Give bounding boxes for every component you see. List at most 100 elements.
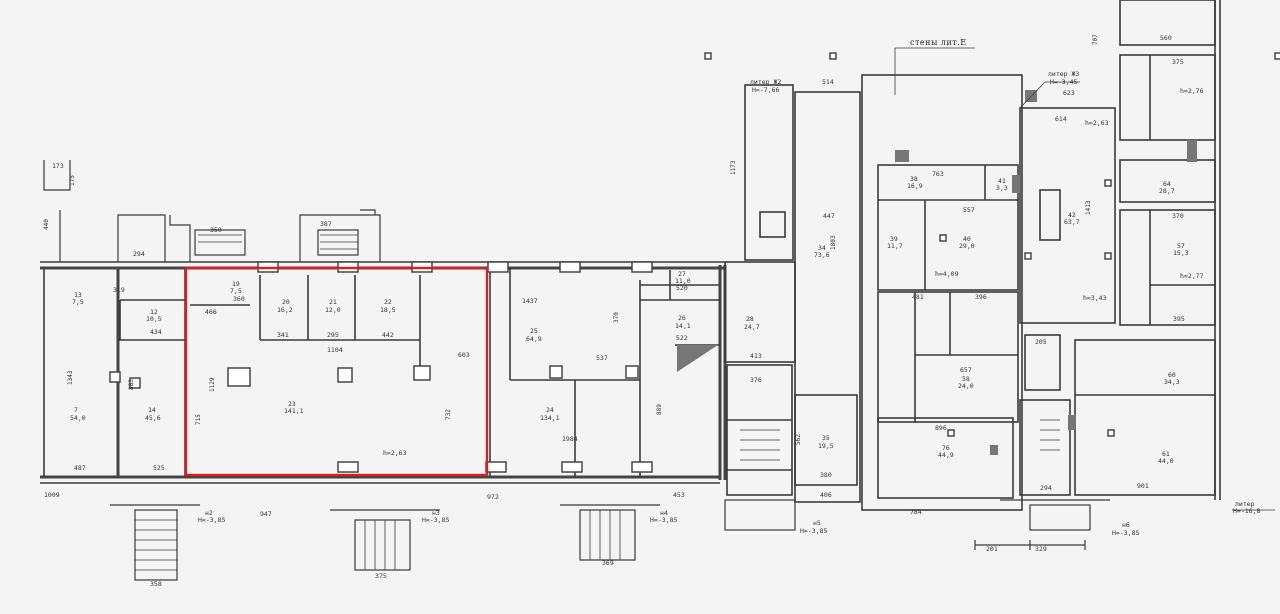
dim-375b: 375	[1172, 58, 1184, 66]
room-14-area: 45,6	[145, 414, 161, 422]
room-61-number: 61	[1162, 450, 1170, 458]
dim-487: 487	[74, 464, 86, 472]
dim-387: 387	[320, 220, 332, 228]
room-26-number: 26	[678, 314, 686, 322]
height-409: h=4,09	[935, 270, 959, 278]
dim-295: 295	[327, 331, 339, 339]
dim-947: 947	[260, 510, 272, 518]
dim-396: 396	[975, 293, 987, 301]
bottom-stairs	[110, 499, 1110, 581]
liter-z3: литер Ж3	[1048, 70, 1079, 78]
dim-1413: 1413	[1085, 200, 1092, 215]
height-right: Н=-16,8	[1233, 507, 1260, 515]
entrance-5-height: Н=-3,85	[800, 527, 827, 535]
height-343: h=3,43	[1083, 294, 1107, 302]
dim-358: 358	[150, 580, 162, 588]
room-40-number: 40	[963, 235, 971, 243]
height-z3: Н=-3,45	[1050, 78, 1077, 86]
dim-763: 763	[932, 170, 944, 178]
dim-395: 395	[1173, 315, 1185, 323]
annex-left	[43, 160, 381, 262]
dim-603: 603	[458, 351, 470, 359]
room-57-area: 15,3	[1173, 249, 1189, 257]
walls-title: стены лит.Е	[910, 38, 967, 47]
entrance-3-height: Н=-3,85	[422, 516, 449, 524]
dim-1009: 1009	[44, 491, 60, 499]
room-41-number: 41	[998, 177, 1006, 185]
room-58-number: 58	[962, 375, 970, 383]
room-26-area: 14,1	[675, 322, 691, 330]
room-22-area: 18,5	[380, 306, 396, 314]
room-28-area: 24,7	[744, 323, 760, 331]
dim-522: 522	[676, 334, 688, 342]
dim-520: 520	[676, 284, 688, 292]
dim-1437: 1437	[522, 297, 538, 305]
dim-369: 369	[602, 559, 614, 567]
entrance-3: н3	[432, 509, 440, 517]
room-27-number: 27	[678, 270, 686, 278]
dim-883: 883	[128, 379, 135, 390]
room-24-area: 134,1	[540, 414, 560, 422]
markers	[704, 52, 1280, 437]
room-27-area: 11,0	[675, 277, 691, 285]
dim-560: 560	[1160, 34, 1172, 42]
dim-557: 557	[963, 206, 975, 214]
dim-413: 413	[750, 352, 762, 360]
room-39-area: 11,7	[887, 242, 903, 250]
room-34-area: 73,6	[814, 251, 830, 259]
dim-205: 205	[1035, 338, 1047, 346]
room-22-number: 22	[384, 298, 392, 306]
height-z2: Н=-7,66	[752, 86, 779, 94]
dim-380: 380	[820, 471, 832, 479]
room-40-area: 29,0	[959, 242, 975, 250]
room-25-area: 64,9	[526, 335, 542, 343]
dim-201: 201	[986, 545, 998, 553]
room-13-number: 13	[74, 291, 82, 299]
room-61-area: 44,0	[1158, 457, 1174, 465]
room-42-number: 42	[1068, 211, 1076, 219]
stair-hatching	[135, 234, 1060, 571]
dim-732: 732	[445, 409, 452, 420]
dim-525: 525	[153, 464, 165, 472]
room-58-area: 24,0	[958, 382, 974, 390]
room-38-number: 38	[910, 175, 918, 183]
room-19-area: 7,5	[230, 287, 242, 295]
entrance-6-height: Н=-3,85	[1112, 529, 1139, 537]
room-76-area: 44,9	[938, 451, 954, 459]
dim-370b: 370	[1172, 212, 1184, 220]
dim-329: 329	[1035, 545, 1047, 553]
dim-1104: 1104	[327, 346, 343, 354]
room-42-area: 63,7	[1064, 218, 1080, 226]
room-13-area: 7,5	[72, 298, 84, 306]
dim-440: 440	[43, 219, 50, 230]
dim-1129: 1129	[209, 377, 216, 392]
room-23-number: 23	[288, 400, 296, 408]
liter-right: литер	[1235, 500, 1255, 508]
entrance-5: н5	[813, 519, 821, 527]
room-7-area: 54,0	[70, 414, 86, 422]
dim-442: 442	[382, 331, 394, 339]
dim-481: 481	[912, 293, 924, 301]
dim-370: 370	[613, 312, 620, 323]
dim-623: 623	[1063, 89, 1075, 97]
height-277: h=2,77	[1180, 272, 1204, 280]
room-39-number: 39	[890, 235, 898, 243]
room-34-number: 34	[818, 244, 826, 252]
room-7-number: 7	[74, 406, 78, 414]
dim-175: 175	[69, 175, 76, 186]
room-21-number: 21	[329, 298, 337, 306]
room-24-number: 24	[546, 406, 554, 414]
dim-1984: 1984	[562, 435, 578, 443]
dim-453: 453	[673, 491, 685, 499]
dim-406: 406	[820, 491, 832, 499]
room-60-number: 60	[1168, 371, 1176, 379]
entrance-4-height: Н=-3,85	[650, 516, 677, 524]
dim-173: 173	[52, 162, 64, 170]
highlighted-premises[interactable]	[184, 266, 489, 477]
height-276: h=2,76	[1180, 87, 1204, 95]
dim-1803: 1803	[830, 235, 837, 250]
room-20-number: 20	[282, 298, 290, 306]
dim-434: 434	[150, 328, 162, 336]
entrance-4: н4	[660, 509, 668, 517]
room-23-area: 141,1	[284, 407, 304, 415]
